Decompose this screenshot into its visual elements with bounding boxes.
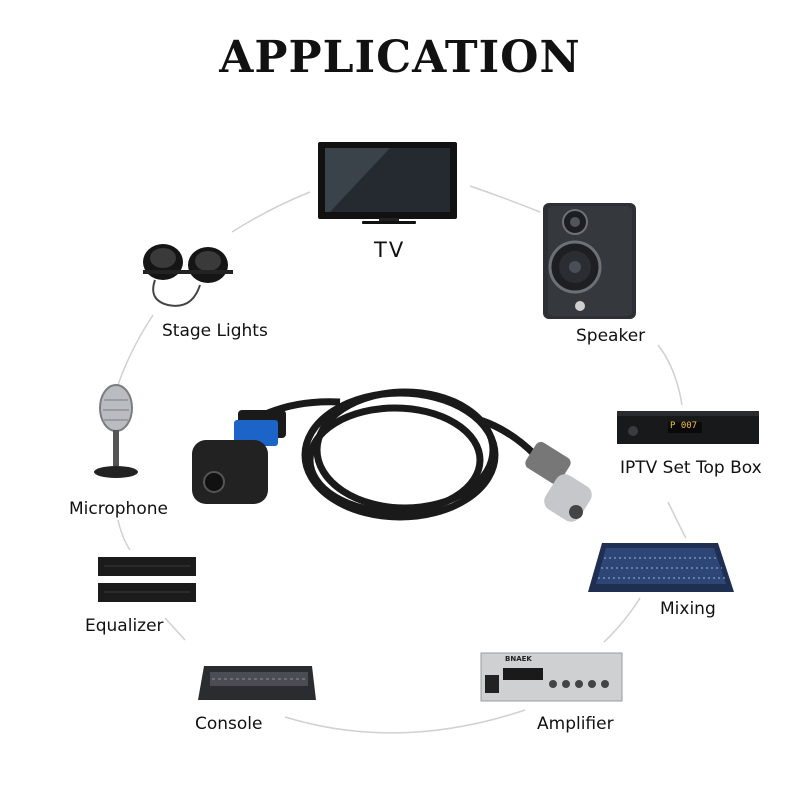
speaker-icon xyxy=(543,203,636,319)
ring-segment xyxy=(164,617,186,641)
ring-segment xyxy=(603,597,641,643)
microphone-icon xyxy=(94,384,138,478)
mixing-label: Mixing xyxy=(660,599,716,619)
ring-segment xyxy=(284,709,526,734)
amplifier-icon xyxy=(480,652,623,702)
ring-segment xyxy=(657,344,683,406)
ring-segment xyxy=(469,185,541,213)
set-top-box-icon xyxy=(617,411,759,444)
connection-ring xyxy=(117,185,687,734)
console-icon xyxy=(198,666,316,700)
equalizer-label: Equalizer xyxy=(85,616,164,636)
ring-segment xyxy=(117,314,154,386)
amplifier-brand: BNAEK xyxy=(505,655,532,663)
mixing-console-icon xyxy=(588,543,734,592)
set-top-box-display: P 007 xyxy=(670,421,698,431)
page-title: APPLICATION xyxy=(219,32,581,83)
stage-lights-label: Stage Lights xyxy=(162,321,268,341)
ring-segment xyxy=(231,191,311,233)
microphone-label: Microphone xyxy=(69,499,168,519)
equalizer-icon xyxy=(98,557,196,602)
amplifier-label: Amplifier xyxy=(537,714,614,734)
console-label: Console xyxy=(195,714,263,734)
speakon-to-xlr-cable-icon xyxy=(192,388,592,522)
television-icon xyxy=(318,142,457,224)
connector-accent xyxy=(234,420,278,446)
ring-segment xyxy=(667,501,687,539)
ring-segment xyxy=(117,519,131,551)
iptv-label: IPTV Set Top Box xyxy=(620,458,762,478)
stage-lights-icon xyxy=(143,244,233,307)
speaker-label: Speaker xyxy=(576,326,646,346)
tv-label: TV xyxy=(374,238,406,262)
